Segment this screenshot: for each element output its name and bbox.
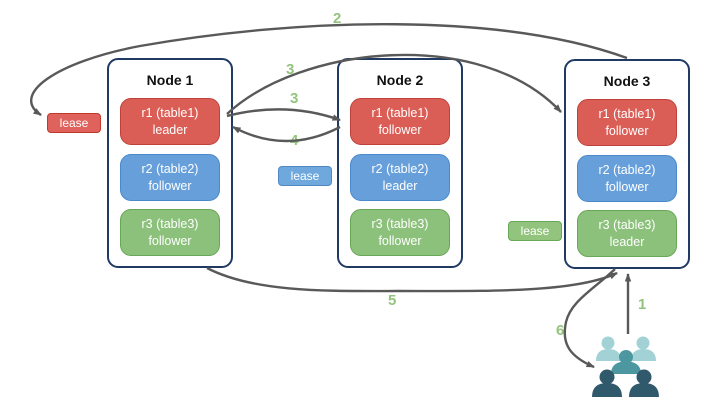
node1-replica-r1: r1 (table1) leader [120, 98, 220, 145]
step-label-1: 1 [638, 296, 647, 313]
node-3-panel: Node 3 r1 (table1) follower r2 (table2) … [564, 59, 690, 269]
replica-name: r2 (table2) [371, 162, 429, 177]
replica-name: r3 (table3) [598, 218, 656, 233]
replica-role: leader [152, 122, 188, 137]
step-label-5: 5 [388, 292, 397, 309]
replica-role: follower [605, 179, 649, 194]
step-label-2: 2 [333, 10, 342, 27]
node3-replica-r1: r1 (table1) follower [577, 99, 677, 146]
replica-role: follower [605, 123, 649, 138]
lease-badge-r1: lease [47, 113, 101, 133]
node3-replica-r3: r3 (table3) leader [577, 210, 677, 257]
node2-replica-r1: r1 (table1) follower [350, 98, 450, 145]
replica-role: leader [382, 178, 418, 193]
replica-role: follower [148, 178, 192, 193]
node1-replica-r2: r2 (table2) follower [120, 154, 220, 201]
node-2-panel: Node 2 r1 (table1) follower r2 (table2) … [337, 58, 463, 268]
replica-role: follower [148, 233, 192, 248]
node-2-title: Node 2 [376, 72, 424, 88]
arrow-step-6-node3-to-users [563, 268, 616, 369]
replica-name: r1 (table1) [598, 107, 656, 122]
node2-replica-r3: r3 (table3) follower [350, 209, 450, 256]
users-group-icon [592, 336, 659, 397]
replica-role: follower [378, 233, 422, 248]
replica-role: follower [378, 122, 422, 137]
node-1-title: Node 1 [146, 72, 194, 88]
lease-badge-r3: lease [508, 221, 562, 241]
replica-name: r1 (table1) [141, 106, 199, 121]
replica-role: leader [609, 234, 645, 249]
arrow-step-3-leader-to-node2-follower [226, 108, 341, 122]
node1-replica-r3: r3 (table3) follower [120, 209, 220, 256]
replica-name: r2 (table2) [141, 162, 199, 177]
node3-replica-r2: r2 (table2) follower [577, 155, 677, 202]
step-label-4: 4 [290, 132, 299, 149]
node-3-title: Node 3 [603, 73, 651, 89]
replica-name: r1 (table1) [371, 106, 429, 121]
lease-badge-r2: lease [278, 166, 332, 186]
arrow-step-4-node2-follower-to-leader [232, 125, 341, 143]
step-label-3b: 3 [290, 90, 299, 107]
step-label-3a: 3 [286, 61, 295, 78]
replica-name: r2 (table2) [598, 163, 656, 178]
node2-replica-r2: r2 (table2) leader [350, 154, 450, 201]
node-1-panel: Node 1 r1 (table1) leader r2 (table2) fo… [107, 58, 233, 268]
arrow-step-5-node1-to-node3 [206, 266, 618, 293]
replica-name: r3 (table3) [371, 217, 429, 232]
step-label-6: 6 [556, 322, 565, 339]
replica-name: r3 (table3) [141, 217, 199, 232]
